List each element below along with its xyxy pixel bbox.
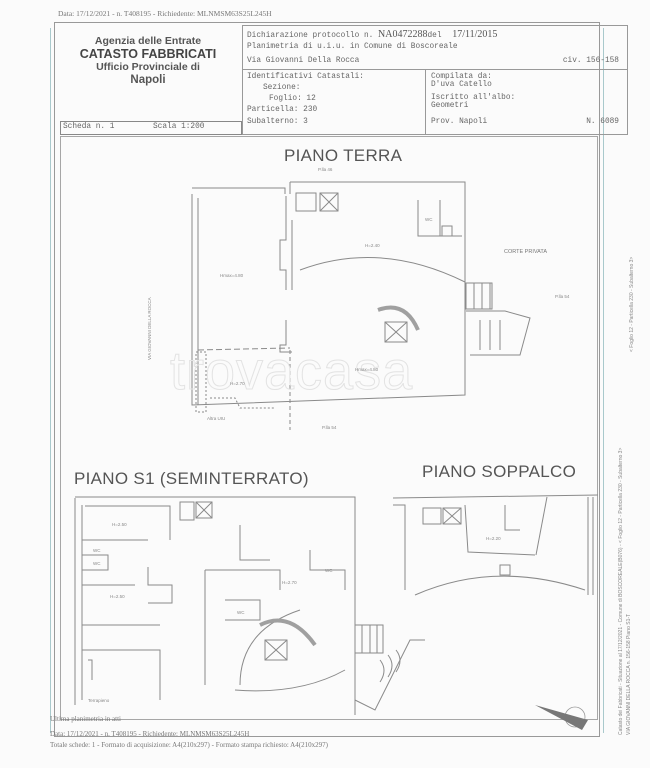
watermark: trovacasa [169,341,414,402]
street-label: VIA GIOVANNI DELLA ROCCA [147,297,152,360]
room-height: Hmax=4.80 [220,273,244,278]
sheet-outer-border [50,28,604,733]
side-text-top: < Foglio 12 - Particella 230 - Subaltern… [629,256,635,352]
registration-number: N. 6089 [586,118,619,126]
room-height: H=2.70 [230,381,245,386]
side-text-line2: VIA GIOVANNI DELLA ROCCA n. 156-158 Pian… [626,613,632,735]
subalterno: Subalterno: 3 [247,118,308,126]
agency-city: Napoli [130,73,166,86]
floor-title-basement: PIANO S1 (SEMINTERRATO) [74,469,309,488]
room-height: Hmax=4.80 [355,367,379,372]
address-line: Via Giovanni Della Rocca [247,57,360,65]
floor-title-ground: PIANO TERRA [284,146,403,165]
room-height: H=2.50 [110,594,125,599]
sezione: Sezione: [263,84,301,92]
room-height: H=2.50 [112,522,127,527]
identifiers-title: Identificativi Catastali: [247,73,364,81]
parcel-south: P.lla 54 [322,425,337,430]
other-unit-label: Altra UIU [207,416,226,421]
agency-name: Agenzia delle Entrate [94,35,202,47]
footer-note: Ultima planimetria in atti [50,715,121,723]
footer-format-line: Totale schede: 1 - Formato di acquisizio… [50,741,328,749]
courtyard-label: CORTE PRIVATA [504,249,547,255]
sheet-border [54,22,600,737]
agency-office: Ufficio Provinciale di [96,61,200,74]
parcel-north: P.lla 46 [318,167,333,172]
room-label-wc: WC [237,610,245,615]
date-label: del [427,32,442,40]
compiled-by-label: Compilata da: [431,73,492,81]
room-label-wc: WC [93,548,101,553]
parcel-east: P.lla 54 [555,294,570,299]
room-label-embankment: Terrapieno [88,698,110,703]
province: Prov. Napoli [431,118,488,126]
foglio: Foglio: 12 [269,95,316,103]
particella: Particella: 230 [247,106,318,114]
side-text-line1: Catasto dei Fabbricati - Situazione al 1… [618,447,624,735]
room-label-wc: WC [325,568,333,573]
floorplan-frame [60,136,598,720]
header-request-line: Data: 17/12/2021 - n. T408195 - Richiede… [58,9,272,18]
protocol-line: Dichiarazione protocollo n. NA0472288del… [247,29,497,40]
room-height: H=2.40 [365,243,380,248]
divider [425,69,426,134]
register: Geometri [431,102,469,110]
agency-department: CATASTO FABBRICATI [79,47,217,62]
sheet-info-box: Scheda n. 1 Scala 1:200 [60,121,242,135]
civic-number: civ. 156-158 [562,57,619,65]
floor-title-mezzanine: PIANO SOPPALCO [422,462,577,481]
agency-block: Agenzia delle Entrate CATASTO FABBRICATI… [58,35,238,87]
north-arrow-icon [535,705,588,730]
room-label-wc: WC [425,217,433,222]
room-label-wc: WC [93,561,101,566]
planimetry-line: Planimetria di u.i.u. in Comune di Bosco… [247,43,458,51]
scale: Scala 1:200 [153,123,205,131]
protocol-label: Dichiarazione protocollo n. [247,32,374,40]
protocol-date: 17/11/2015 [452,29,498,40]
footer-request-line: Data: 17/12/2021 - n. T408195 - Richiede… [50,730,250,738]
divider [243,69,627,70]
declaration-box: Dichiarazione protocollo n. NA0472288del… [242,25,628,135]
register-label: Iscritto all'albo: [431,94,516,102]
scheda-number: Scheda n. 1 [63,123,115,131]
compiled-by: D'uva Catello [431,81,492,89]
room-height: H=2.20 [486,536,501,541]
protocol-number: NA0472288 [378,29,428,40]
room-height: H=2.70 [282,580,297,585]
